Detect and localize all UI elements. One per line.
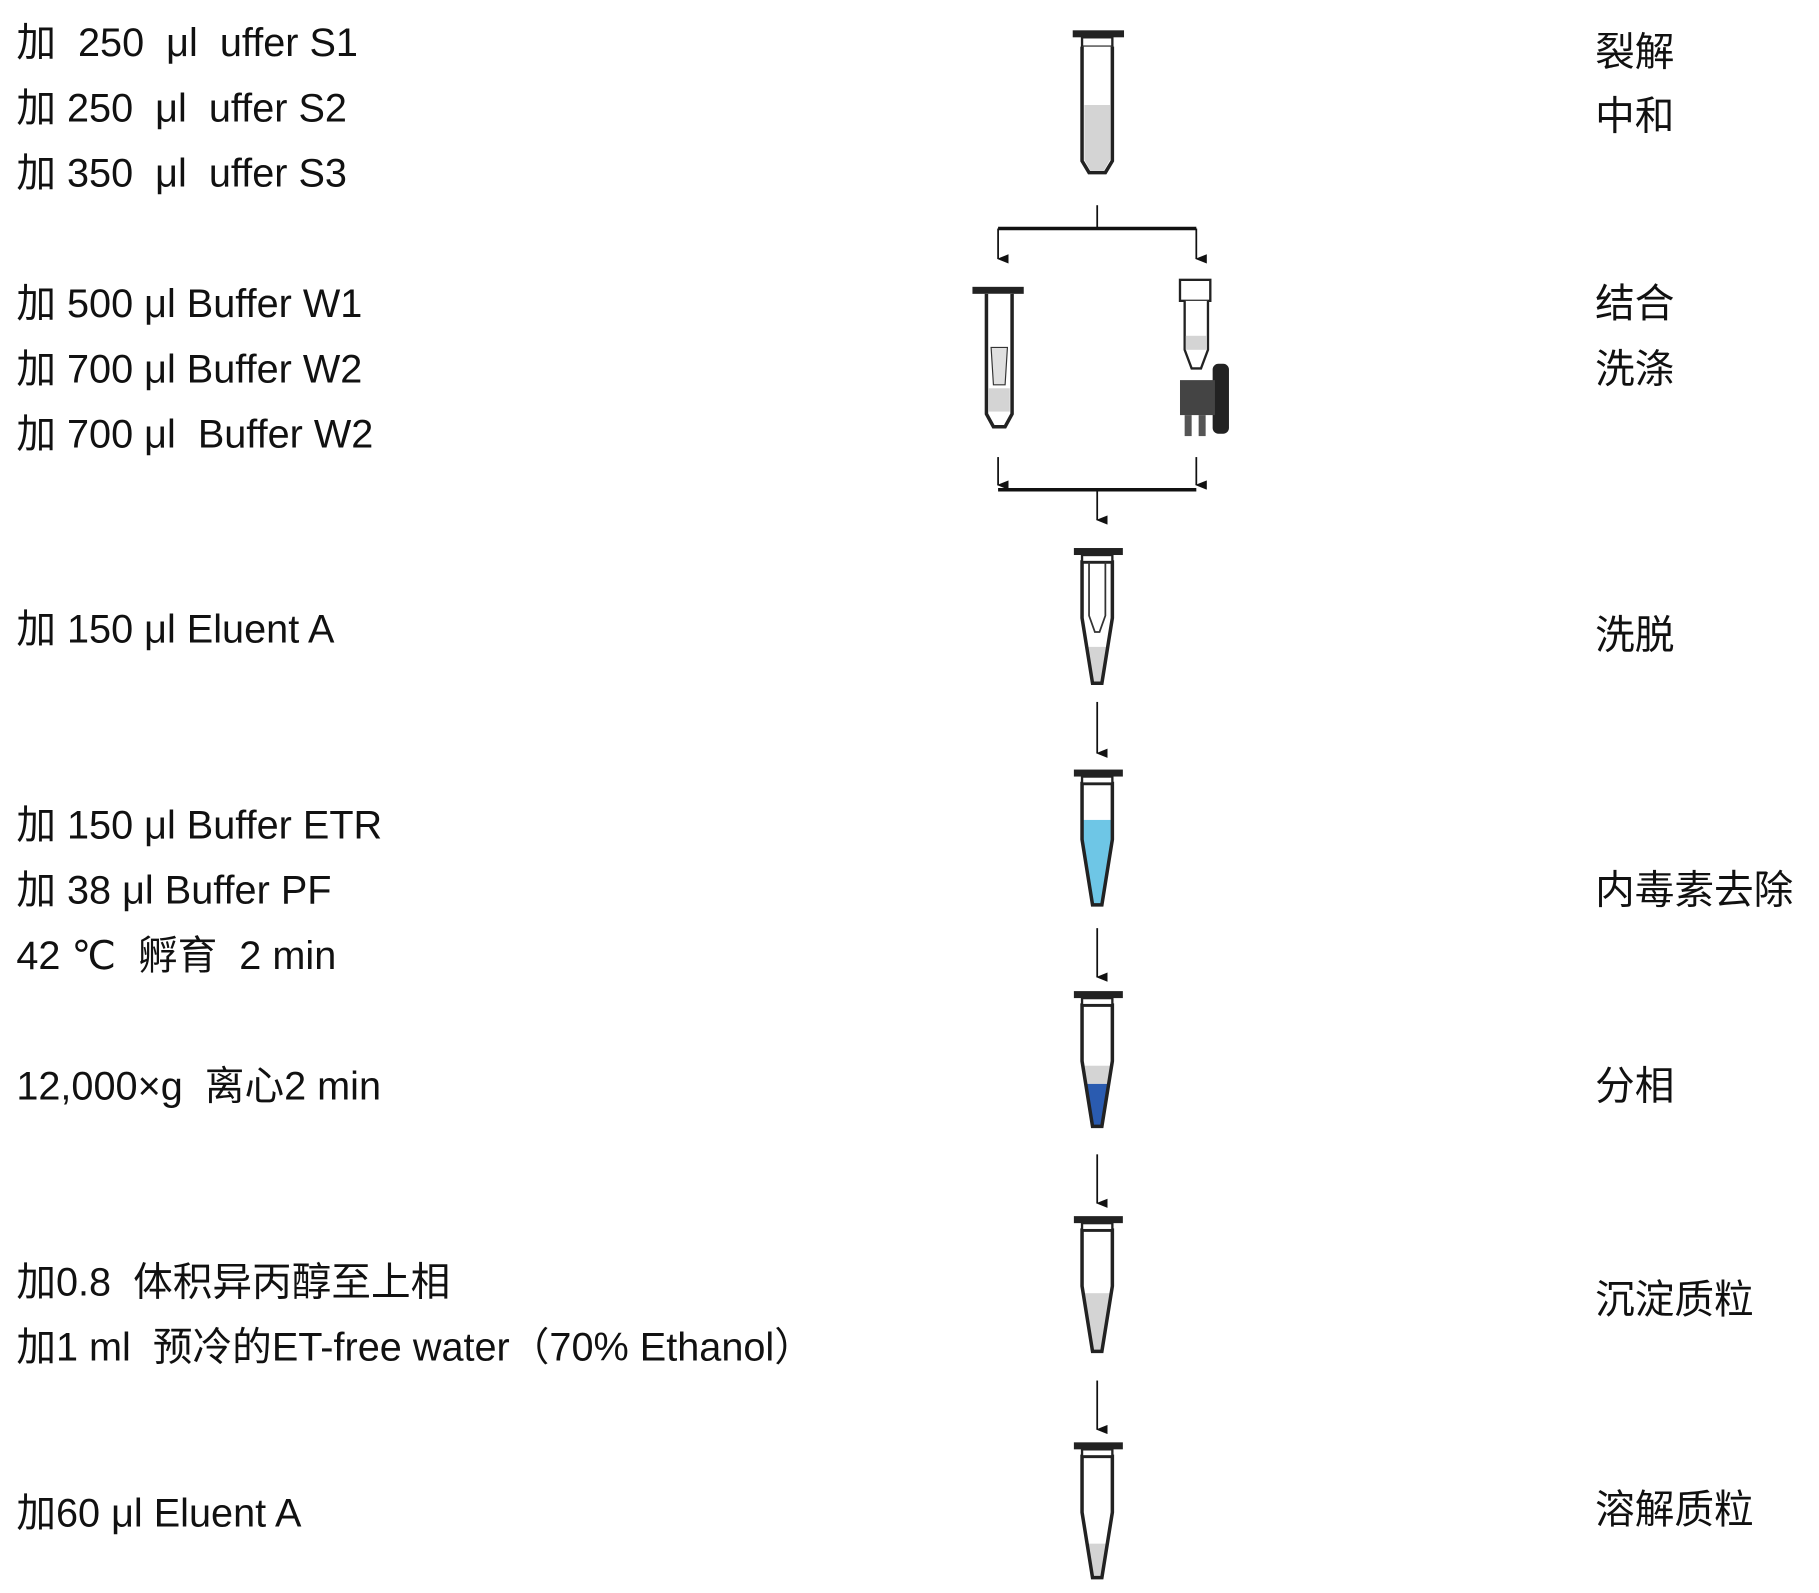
vacuum-manifold-column-icon — [1178, 278, 1229, 437]
step-text: 加 250 μl uffer S1 — [16, 20, 358, 66]
centrifuge-tube-icon — [1072, 30, 1125, 175]
spin-column-tube-icon — [972, 286, 1024, 429]
stage-label: 裂解 — [1595, 29, 1675, 76]
step-text: 12,000×g 离心2 min — [16, 1064, 382, 1109]
stage-label: 洗涤 — [1595, 346, 1675, 393]
step-text: 42 ℃ 孵育 2 min — [16, 933, 337, 979]
stage-label: 溶解质粒 — [1595, 1486, 1754, 1534]
stage-label: 洗脱 — [1595, 612, 1675, 659]
split-arrow — [996, 205, 1207, 264]
stage-label: 中和 — [1595, 93, 1675, 140]
microtube-icon — [1073, 1216, 1123, 1354]
step-text: 加60 μl Eluent A — [16, 1491, 302, 1536]
step-text: 加0.8 体积异丙醇至上相 — [16, 1260, 451, 1305]
microtube-icon — [1073, 769, 1123, 907]
microtube-icon — [1073, 548, 1123, 686]
microtube-icon — [1073, 991, 1123, 1129]
step-text: 加 150 μl Eluent A — [16, 607, 335, 652]
step-text: 加1 ml 预冷的ET-free water（70% Ethanol） — [16, 1325, 814, 1371]
merge-arrow — [996, 457, 1207, 525]
step-text: 加 700 μl Buffer W2 — [16, 347, 363, 392]
step-text: 加 38 μl Buffer PF — [16, 868, 332, 913]
stage-label: 内毒素去除 — [1595, 867, 1794, 915]
microtube-icon — [1073, 1442, 1123, 1580]
step-text: 加 500 μl Buffer W1 — [16, 282, 363, 327]
step-text: 加 700 μl Buffer W2 — [16, 412, 374, 458]
step-text: 加 250 μl uffer S2 — [16, 86, 347, 131]
stage-label: 沉淀质粒 — [1595, 1276, 1754, 1324]
step-text: 加 350 μl uffer S3 — [16, 151, 347, 196]
stage-label: 分相 — [1595, 1063, 1675, 1111]
step-text: 加 150 μl Buffer ETR — [16, 803, 383, 848]
stage-label: 结合 — [1595, 281, 1675, 328]
